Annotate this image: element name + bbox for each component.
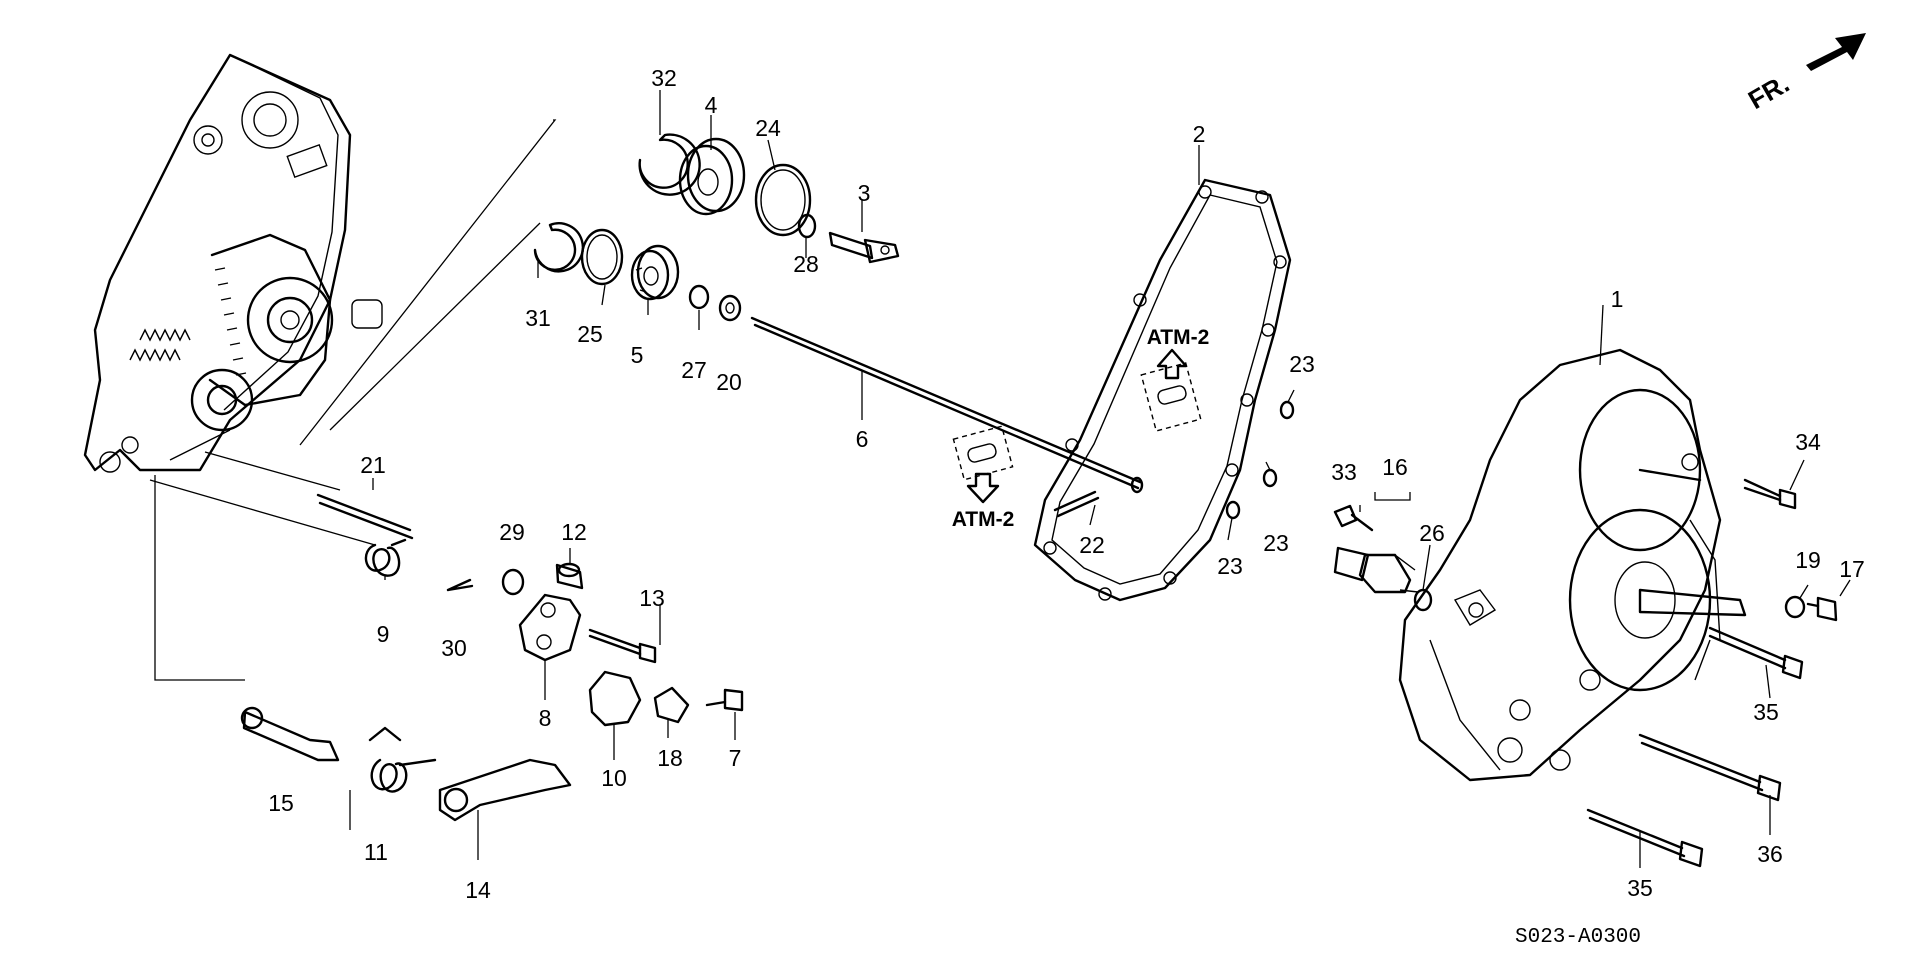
- callout-9: 9: [377, 621, 390, 647]
- end-cover-1: [1398, 348, 1747, 782]
- callout-33: 33: [1331, 459, 1357, 485]
- pin-30: [446, 578, 474, 592]
- bolt-33: [1333, 504, 1374, 532]
- diagram-code: S023-A0300: [1515, 926, 1641, 949]
- snap-ring-32: [638, 133, 701, 196]
- callout-30: 30: [441, 635, 467, 661]
- callout-19: 19: [1795, 547, 1821, 573]
- callout-15: 15: [268, 790, 294, 816]
- shaft-3: [828, 231, 900, 264]
- clip-18: [653, 686, 690, 724]
- piston-4: [678, 137, 746, 216]
- callout-24: 24: [755, 115, 781, 141]
- bolt-13: [588, 628, 657, 664]
- callout-13: 13: [639, 585, 665, 611]
- atm-2-label-left: ATM-2: [952, 508, 1015, 531]
- cam-10: [588, 670, 642, 727]
- dowel-pin-22: [1053, 490, 1100, 518]
- washer-27: [688, 284, 710, 310]
- callout-23-middle: 23: [1263, 530, 1289, 556]
- atm-reference-box-left: [952, 425, 1014, 481]
- front-direction-arrow-icon: [1806, 33, 1866, 71]
- callout-16: 16: [1382, 454, 1408, 480]
- bolt-7: [705, 688, 744, 712]
- callout-18: 18: [657, 745, 683, 771]
- callout-29: 29: [499, 519, 525, 545]
- callout-27: 27: [681, 357, 707, 383]
- callout-22: 22: [1079, 532, 1105, 558]
- bolt-34: [1743, 478, 1797, 510]
- callout-14: 14: [465, 877, 491, 903]
- o-ring-24: [754, 163, 812, 237]
- callout-35-lower: 35: [1627, 875, 1653, 901]
- spring-11: [368, 726, 437, 793]
- callout-17: 17: [1839, 556, 1865, 582]
- callout-25: 25: [577, 321, 603, 347]
- shaft-21: [316, 493, 414, 540]
- snap-ring-31: [533, 222, 585, 273]
- sensor-16: [1333, 546, 1419, 594]
- callout-1: 1: [1611, 286, 1624, 312]
- o-ring-25: [580, 228, 624, 286]
- bolt-17: [1806, 596, 1838, 622]
- callout-35-upper: 35: [1753, 699, 1779, 725]
- callout-3: 3: [858, 180, 871, 206]
- down-arrow-icon: [966, 472, 1000, 504]
- callout-23-bottom: 23: [1217, 553, 1243, 579]
- callout-7: 7: [729, 745, 742, 771]
- callout-20: 20: [716, 369, 742, 395]
- washer-28: [797, 213, 817, 239]
- callout-5: 5: [631, 342, 644, 368]
- callout-34: 34: [1795, 429, 1821, 455]
- gasket-2: [1033, 178, 1292, 602]
- up-arrow-icon: [1156, 348, 1188, 380]
- front-direction-label: FR.: [1743, 68, 1794, 115]
- callout-labels: 1 2 3 4 5 6 7 8 9 10 11 12 13 14 15 16 1…: [268, 65, 1865, 903]
- transmission-housing: [83, 53, 383, 473]
- atm-reference-box-right: [1140, 362, 1202, 432]
- callout-12: 12: [561, 519, 587, 545]
- washer-29: [501, 568, 525, 596]
- callout-2: 2: [1193, 121, 1206, 147]
- bolt-36: [1638, 733, 1782, 802]
- callout-21: 21: [360, 452, 386, 478]
- spring-9: [364, 538, 407, 577]
- callout-23-top: 23: [1289, 351, 1315, 377]
- callout-28: 28: [793, 251, 819, 277]
- callout-8: 8: [539, 705, 552, 731]
- lever-14: [438, 758, 572, 822]
- callout-10: 10: [601, 765, 627, 791]
- callout-4: 4: [705, 92, 718, 118]
- collar-12: [555, 562, 584, 590]
- callout-6: 6: [856, 426, 869, 452]
- callout-26: 26: [1419, 520, 1445, 546]
- shaft-15: [240, 706, 340, 762]
- callout-36: 36: [1757, 841, 1783, 867]
- callout-32: 32: [651, 65, 677, 91]
- callout-31: 31: [525, 305, 551, 331]
- shaft-6: [750, 316, 1144, 494]
- washer-20: [718, 294, 742, 322]
- bolt-35-lower: [1586, 808, 1704, 868]
- washer-19: [1784, 595, 1806, 619]
- piston-5: [630, 244, 680, 301]
- callout-11: 11: [364, 839, 388, 865]
- bolt-35-upper: [1708, 626, 1804, 680]
- lever-8: [518, 593, 582, 662]
- atm-2-label-right: ATM-2: [1147, 326, 1210, 349]
